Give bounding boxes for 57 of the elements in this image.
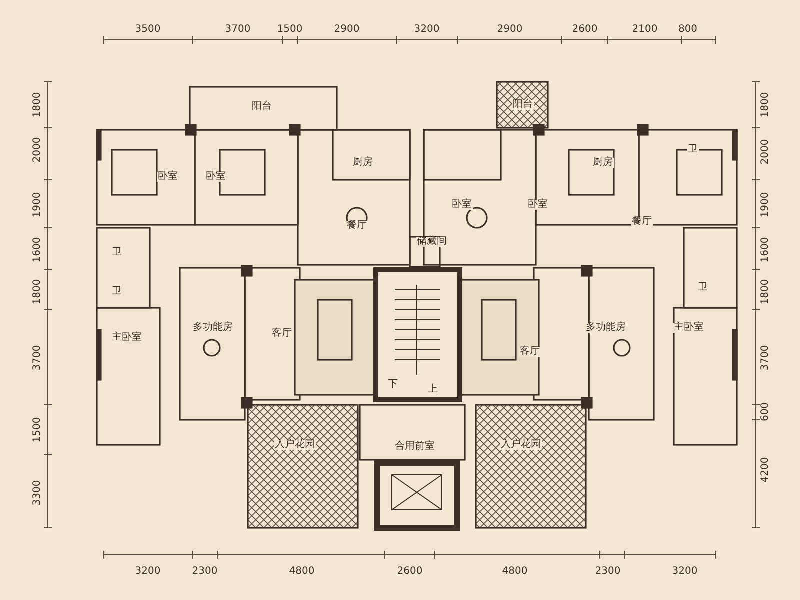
dimension-label: 1500	[33, 417, 43, 443]
room-label: 入户花园	[274, 440, 316, 450]
room-label: 卧室	[157, 172, 179, 182]
dimension-label: 2600	[397, 567, 423, 577]
room-label: 厨房	[352, 158, 374, 168]
room-label: 合用前室	[394, 442, 436, 452]
dimension-label: 4200	[761, 457, 771, 483]
dimension-label: 3700	[761, 345, 771, 371]
dimension-label: 1800	[761, 92, 771, 118]
room-label: 卧室	[205, 172, 227, 182]
dimension-label: 3700	[33, 345, 43, 371]
dimension-label: 2300	[595, 567, 621, 577]
dimension-label: 1800	[33, 92, 43, 118]
room-label: 卫	[687, 145, 699, 155]
dimension-label: 3200	[672, 567, 698, 577]
room-label: 阳台	[251, 102, 273, 112]
room-label: 卫	[111, 248, 123, 258]
room-label: 餐厅	[346, 221, 368, 231]
dimension-label: 2100	[632, 25, 658, 35]
room-label: 主卧室	[673, 323, 705, 333]
dimension-label: 3300	[33, 480, 43, 506]
dimension-label: 2900	[334, 25, 360, 35]
room-label: 主卧室	[111, 333, 143, 343]
dimension-label: 3500	[135, 25, 161, 35]
room-label: 入户花园	[500, 440, 542, 450]
dimension-label: 2900	[497, 25, 523, 35]
dimension-label: 1900	[33, 192, 43, 218]
room-label: 厨房	[592, 158, 614, 168]
dimension-label: 2600	[572, 25, 598, 35]
room-label: 上	[427, 385, 439, 395]
room-label: 阳台	[512, 100, 534, 110]
room-label: 餐厅	[631, 217, 653, 227]
dimension-label: 800	[678, 25, 698, 35]
dimension-label: 600	[761, 402, 771, 422]
dimension-label: 4800	[289, 567, 315, 577]
dimension-label: 1500	[277, 25, 303, 35]
room-label: 卧室	[451, 200, 473, 210]
dimension-label: 1900	[761, 192, 771, 218]
room-label: 卫	[111, 287, 123, 297]
dimension-label: 2300	[192, 567, 218, 577]
room-label: 多功能房	[585, 323, 627, 333]
dimension-label: 1600	[761, 237, 771, 263]
dimension-label: 3700	[225, 25, 251, 35]
dimension-label: 2000	[761, 139, 771, 165]
room-label: 多功能房	[192, 323, 234, 333]
dimension-label: 3200	[135, 567, 161, 577]
dimension-label: 1800	[33, 279, 43, 305]
dimension-label: 1600	[33, 237, 43, 263]
room-label: 下	[387, 380, 399, 390]
dimension-label: 4800	[502, 567, 528, 577]
room-label: 客厅	[271, 329, 293, 339]
dimension-label: 3200	[414, 25, 440, 35]
dimension-label: 1800	[761, 279, 771, 305]
dimension-label: 2000	[33, 137, 43, 163]
room-label: 客厅	[519, 347, 541, 357]
room-label: 卧室	[527, 200, 549, 210]
room-label: 卫	[697, 283, 709, 293]
